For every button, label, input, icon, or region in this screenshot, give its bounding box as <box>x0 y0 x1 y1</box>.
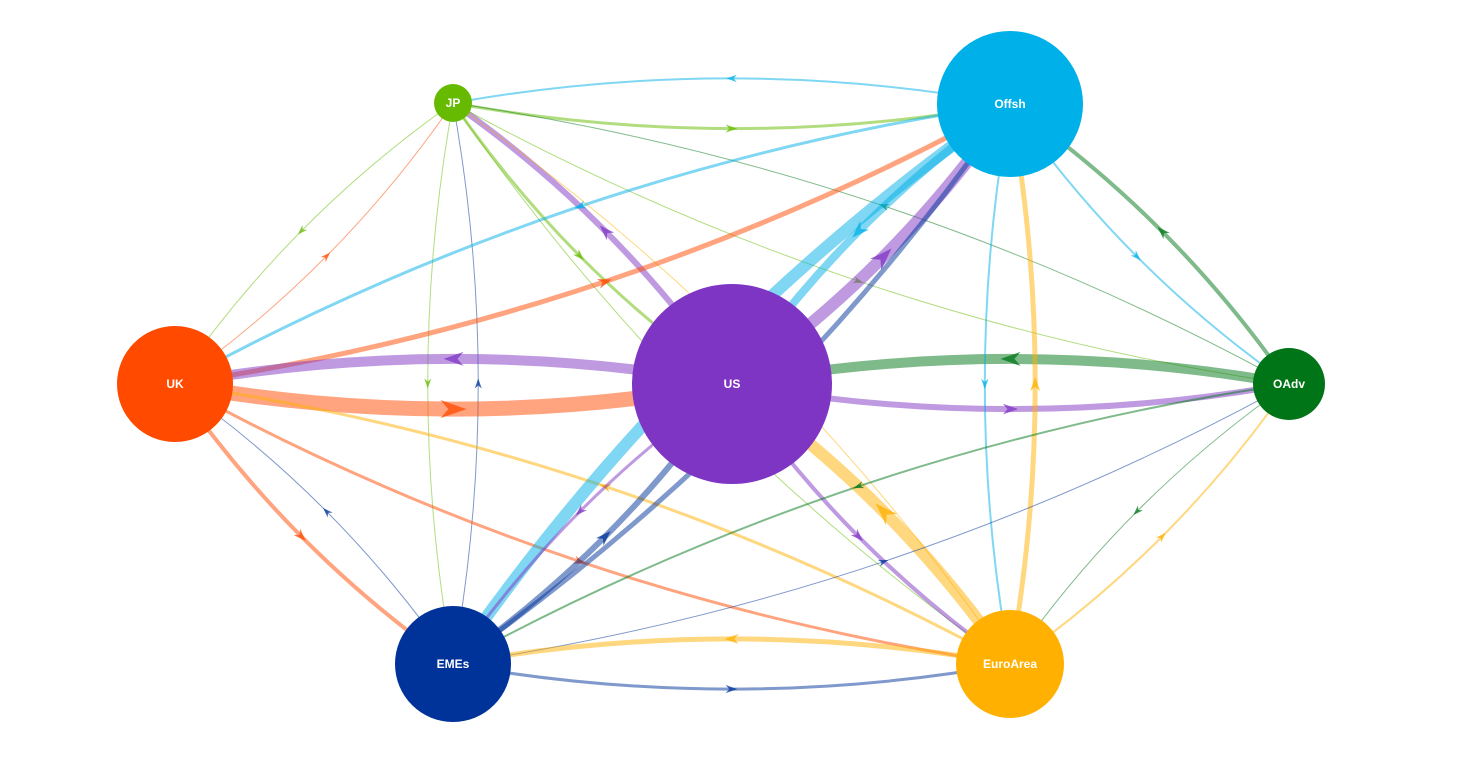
arrow-icon <box>1155 532 1166 543</box>
edge-uk-to-emes <box>173 382 455 666</box>
edge-jp-to-oadv <box>452 102 1290 385</box>
arrow-icon <box>877 559 889 567</box>
arrow-icon <box>575 504 587 516</box>
edge-jp-to-offsh <box>452 101 1011 131</box>
node-label: EuroArea <box>983 657 1037 671</box>
arrow-icon <box>1133 505 1143 515</box>
arrow-icon <box>1002 403 1019 415</box>
arrow-icon <box>474 378 482 389</box>
arrow-icon <box>323 507 333 518</box>
arrow-icon <box>725 124 738 133</box>
edge-oadv-to-jp <box>452 102 1290 385</box>
node-circle[interactable] <box>434 84 472 122</box>
node-uk[interactable]: UK <box>117 326 233 442</box>
arrow-icon <box>724 634 739 644</box>
node-circle[interactable] <box>632 284 832 484</box>
edge-emes-to-uk <box>174 383 454 665</box>
edge-emes-to-jp <box>452 102 479 665</box>
node-jp[interactable]: JP <box>434 84 472 122</box>
arrow-icon <box>1030 377 1041 391</box>
arrow-icon <box>850 528 863 542</box>
arrow-icon <box>443 351 464 366</box>
arrow-icon <box>1157 226 1170 240</box>
edge-euroarea-to-emes <box>452 636 1011 667</box>
edge-oadv-to-emes <box>452 383 1290 665</box>
edge-uk-to-jp <box>174 102 454 385</box>
node-us[interactable]: US <box>632 284 832 484</box>
node-circle[interactable] <box>937 31 1083 177</box>
arrow-icon <box>981 378 989 390</box>
arrow-icon <box>853 481 865 489</box>
arrow-icon <box>1000 351 1021 366</box>
edge-euroarea-to-offsh <box>1007 103 1038 665</box>
node-emes[interactable]: EMEs <box>395 606 511 722</box>
edge-offsh-to-uk <box>174 102 1011 386</box>
arrow-icon <box>596 279 612 289</box>
node-circle[interactable] <box>1253 348 1325 420</box>
node-oadv[interactable]: OAdv <box>1253 348 1325 420</box>
node-label: OAdv <box>1273 377 1305 391</box>
node-offsh[interactable]: Offsh <box>937 31 1083 177</box>
node-circle[interactable] <box>956 610 1064 718</box>
node-label: JP <box>446 96 461 110</box>
edge-uk-to-offsh <box>174 101 1012 387</box>
edge-uk-to-euroarea <box>174 382 1011 666</box>
arrow-icon <box>320 252 331 263</box>
arrow-icon <box>870 248 892 270</box>
arrow-icon <box>574 200 587 209</box>
node-label: Offsh <box>994 97 1025 111</box>
arrow-icon <box>1130 250 1141 261</box>
arrow-icon <box>725 685 738 694</box>
edge-emes-to-oadv <box>452 383 1290 665</box>
edge-offsh-to-jp <box>452 77 1011 105</box>
arrow-icon <box>599 225 615 241</box>
arrow-icon <box>440 399 467 419</box>
arrow-icon <box>424 378 432 389</box>
edge-emes-to-euroarea <box>452 662 1011 691</box>
arrow-icon <box>572 249 584 261</box>
node-circle[interactable] <box>117 326 233 442</box>
arrow-icon <box>726 74 737 83</box>
node-label: US <box>724 377 741 391</box>
arrow-icon <box>297 224 308 235</box>
edge-jp-to-uk <box>174 102 454 385</box>
edge-jp-to-emes <box>427 102 454 665</box>
edge-oadv-to-euroarea <box>1009 383 1290 665</box>
edge-euroarea-to-oadv <box>1009 383 1290 665</box>
node-label: EMEs <box>437 657 470 671</box>
edge-offsh-to-euroarea <box>983 103 1011 665</box>
node-circle[interactable] <box>395 606 511 722</box>
node-label: UK <box>166 377 184 391</box>
arrow-icon <box>852 220 869 238</box>
arrow-icon <box>875 503 898 525</box>
edge-euroarea-to-uk <box>174 382 1011 666</box>
node-euroarea[interactable]: EuroArea <box>956 610 1064 718</box>
arrow-icon <box>595 531 611 546</box>
arrow-icon <box>293 528 306 542</box>
